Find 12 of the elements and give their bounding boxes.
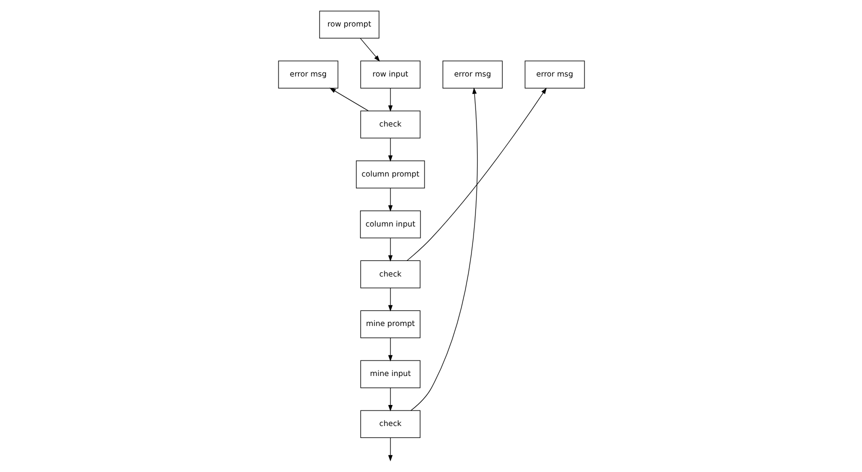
arrow	[388, 88, 392, 112]
arrow	[388, 138, 392, 162]
arrow	[388, 188, 392, 212]
arrow	[388, 288, 392, 312]
arrow	[328, 88, 368, 112]
arrow	[406, 88, 546, 261]
arrow	[388, 338, 392, 362]
arrow	[360, 38, 380, 62]
arrow	[388, 388, 392, 412]
arrow	[388, 238, 392, 262]
arrow	[388, 438, 392, 462]
arrow	[410, 87, 478, 411]
